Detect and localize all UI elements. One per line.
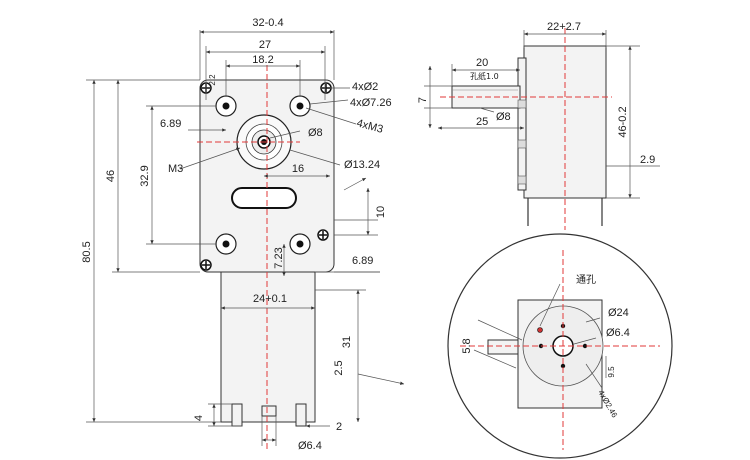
dim-motor-31: 31 [341, 336, 353, 348]
motor-bushing [261, 405, 277, 417]
top-dimensions [199, 30, 335, 100]
dim-mount-spacing: 27 [259, 39, 271, 51]
dim-body-h: 46-0.2 [617, 106, 629, 137]
adjust-slot [231, 187, 297, 209]
dim-holes-m3: 4xM3 [355, 117, 384, 136]
dim-holes-726: 4xØ7.26 [350, 97, 392, 109]
side-plate [517, 57, 527, 191]
label-through-hole: 通孔 [576, 274, 596, 286]
dim-slot-spacing: 18.2 [252, 54, 273, 66]
dim-slot-len: 16 [292, 163, 304, 175]
dim-hub-dia: Ø8 [308, 127, 323, 139]
front-view: 32-0.4 27 18.2 2.2 4xØ2 4xØ7.26 4xM3 Ø8 … [81, 17, 405, 452]
dim-motor-25: 2.5 [333, 360, 345, 375]
dim-holes-2: 4xØ2 [352, 81, 378, 93]
dim-offset-689: 6.89 [160, 118, 181, 130]
terminal-right [295, 403, 307, 427]
end-view: 通孔 Ø24 Ø6.4 5.8 9.5 4xØ2.46 [447, 233, 673, 459]
dim-step: 2.9 [640, 154, 655, 166]
dim-shaft-h: 7 [417, 97, 429, 103]
dim-pin-4: 4 [193, 415, 205, 421]
dim-motor-width: 24+0.1 [253, 293, 287, 305]
dim-dia-64: Ø6.4 [606, 327, 630, 339]
dim-height-46: 46 [105, 170, 117, 182]
dim-95: 9.5 [607, 366, 616, 378]
dim-height-329: 32.9 [139, 165, 151, 186]
side-view: 22+2.7 20 孔纸1.0 7 25 Ø8 46-0.2 2.9 [417, 21, 660, 230]
dim-flat-note: 孔纸1.0 [470, 71, 499, 81]
terminal-left [231, 403, 243, 427]
dim-58: 5.8 [461, 338, 473, 353]
dim-side-10: 10 [375, 206, 387, 218]
right-leaders [208, 87, 405, 446]
dim-shaft-dia: Ø8 [496, 111, 511, 123]
dim-thread: M3 [168, 163, 183, 175]
dim-shaft-len: 20 [476, 57, 488, 69]
dim-hub-outer: Ø13.24 [344, 159, 380, 171]
dim-723: 7.23 [273, 247, 285, 268]
dim-height-total: 80.5 [81, 241, 93, 262]
motor-can [220, 271, 316, 423]
dim-dia-24: Ø24 [608, 307, 629, 319]
dim-small-22: 2.2 [208, 74, 217, 86]
dim-depth: 22+2.7 [547, 21, 581, 33]
dim-pin-dia: Ø6.4 [298, 440, 322, 452]
mounting-holes [215, 95, 311, 255]
dim-width-total: 32-0.4 [252, 17, 283, 29]
dim-shaft-full: 25 [476, 116, 488, 128]
dim-689-b: 6.89 [352, 255, 373, 267]
dim-pin-2: 2 [336, 421, 342, 433]
left-dimensions [86, 79, 241, 423]
